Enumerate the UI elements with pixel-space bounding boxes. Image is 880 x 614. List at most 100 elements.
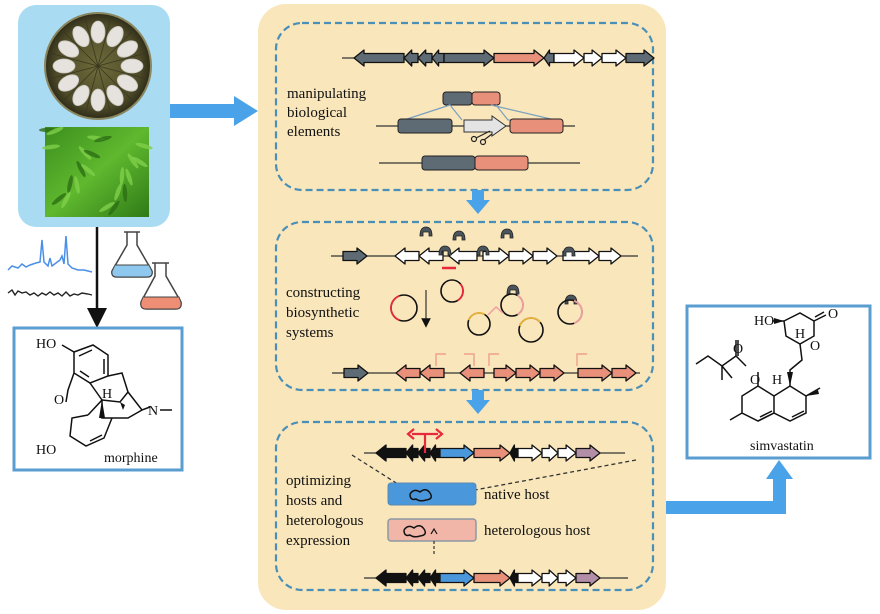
gene-arrow: [532, 247, 558, 265]
plant-leaf: [127, 153, 139, 169]
flask-red-icon: [140, 262, 182, 310]
gene-arrow: [375, 444, 407, 462]
gene-arrow: [448, 247, 478, 265]
gene-arrow: [353, 49, 405, 67]
plant-leaf: [67, 175, 73, 193]
bidirectional-promoter-icon: [406, 428, 444, 453]
atom-label-n: N: [148, 404, 158, 419]
fungal-colony: [116, 74, 138, 92]
gene-arrow: [459, 364, 485, 382]
plant-leaf: [83, 149, 101, 159]
fungal-colony: [106, 26, 124, 48]
plant-leaf: [78, 146, 92, 160]
repressor-protein-icon: [506, 284, 520, 295]
wedge-bond: [120, 402, 125, 410]
plant-leaf: [125, 168, 133, 186]
gene-arrow: [403, 49, 419, 67]
gene-arrow: [583, 49, 603, 67]
gene-cluster-refactored: [332, 364, 640, 382]
step-label: optimizing hosts and heterologous expres…: [286, 473, 367, 549]
plasmids: [390, 279, 583, 343]
gene-arrow: [611, 364, 637, 382]
plate-divider: [97, 30, 134, 67]
gene-arrow: [482, 247, 510, 265]
gene-arrow: [429, 444, 441, 462]
plant-leaf: [80, 163, 96, 177]
atom-label-o-ester: O: [750, 373, 760, 388]
repressor-protein-icon: [438, 245, 452, 256]
repressor-protein-icon: [562, 246, 576, 257]
gene-cluster-native: [364, 444, 625, 462]
gene-arrow: [473, 569, 511, 587]
gene-cluster-silent: [331, 247, 638, 265]
repressor-proteins: [419, 226, 578, 305]
plate-divider: [62, 65, 99, 102]
native-host: native host: [387, 482, 550, 506]
repressor-protein-icon: [419, 226, 433, 237]
fungal-colony: [72, 26, 90, 48]
gene-arrow: [557, 444, 577, 462]
plant-leaf: [94, 135, 112, 143]
heterologous-host-label: heterologous host: [484, 523, 591, 539]
plant-leaf: [122, 184, 128, 202]
gene-arrow: [553, 49, 585, 67]
repressor-protein-icon: [500, 228, 514, 239]
plasmid-segment: [573, 299, 583, 325]
plasmid-segment: [390, 294, 400, 322]
gene-arrow: [405, 444, 419, 462]
plasmid-segment: [456, 283, 464, 302]
workflow-panel-background: [258, 4, 666, 610]
dashed-border: [274, 420, 655, 592]
gene-arrow: [517, 569, 543, 587]
fungal-colony: [58, 40, 80, 58]
dna-coil-icon: [409, 489, 433, 502]
promoter-arrow: [487, 305, 504, 316]
fungal-colony: [116, 40, 138, 58]
plate-divider: [97, 17, 112, 67]
atom-label-h-ring: H: [772, 373, 782, 388]
plasmid-segment: [518, 317, 541, 327]
plant-leaf: [61, 191, 71, 209]
gene-arrow: [342, 247, 368, 265]
plant-leaf: [51, 193, 67, 205]
atom-label-ho-top: HO: [36, 337, 56, 352]
gene-arrow: [417, 569, 431, 587]
gene-arrow: [515, 364, 541, 382]
plant-leaf: [74, 176, 80, 194]
plate-divider: [84, 65, 99, 115]
compound-name-morphine: morphine: [104, 451, 158, 466]
atom-label-h: H: [102, 387, 112, 402]
gene-arrow: [395, 364, 421, 382]
plate-divider: [97, 52, 147, 67]
gene-arrow: [508, 247, 534, 265]
fungal-colony: [72, 84, 90, 106]
repressor-protein-icon: [476, 245, 490, 256]
gene-arrow: [601, 49, 627, 67]
wedge-bond: [99, 400, 105, 418]
plant-leaf: [114, 183, 122, 201]
native-host-label: native host: [484, 487, 550, 503]
plate-divider: [49, 65, 99, 80]
simvastatin-structure-box: HO O H O O O H simvastatin: [685, 304, 872, 460]
gene-arrow: [431, 49, 445, 67]
repressor-protein-icon: [452, 230, 466, 241]
fungal-colony: [106, 84, 124, 106]
gene-arrow: [493, 49, 545, 67]
gene-arrow: [539, 364, 565, 382]
gene-arrow: [343, 364, 369, 382]
plasmid-segment: [467, 312, 485, 321]
promoter-icon: [435, 353, 446, 366]
step-optimizing-hosts: optimizing hosts and heterologous expres…: [274, 420, 655, 592]
gene-arrow: [439, 569, 475, 587]
arrow-step1-to-step2: [466, 190, 490, 214]
plate-divider: [97, 65, 134, 102]
step-manipulating-biological-elements: manipulating biological elements: [274, 21, 655, 192]
scissors-icon: [470, 130, 493, 146]
plasmid-segment: [516, 294, 524, 316]
plant-leaf: [99, 201, 115, 213]
plant-leaf: [108, 200, 120, 216]
gene-arrow: [543, 49, 555, 67]
plant-leaf: [46, 126, 64, 136]
gene-arrow: [575, 569, 601, 587]
